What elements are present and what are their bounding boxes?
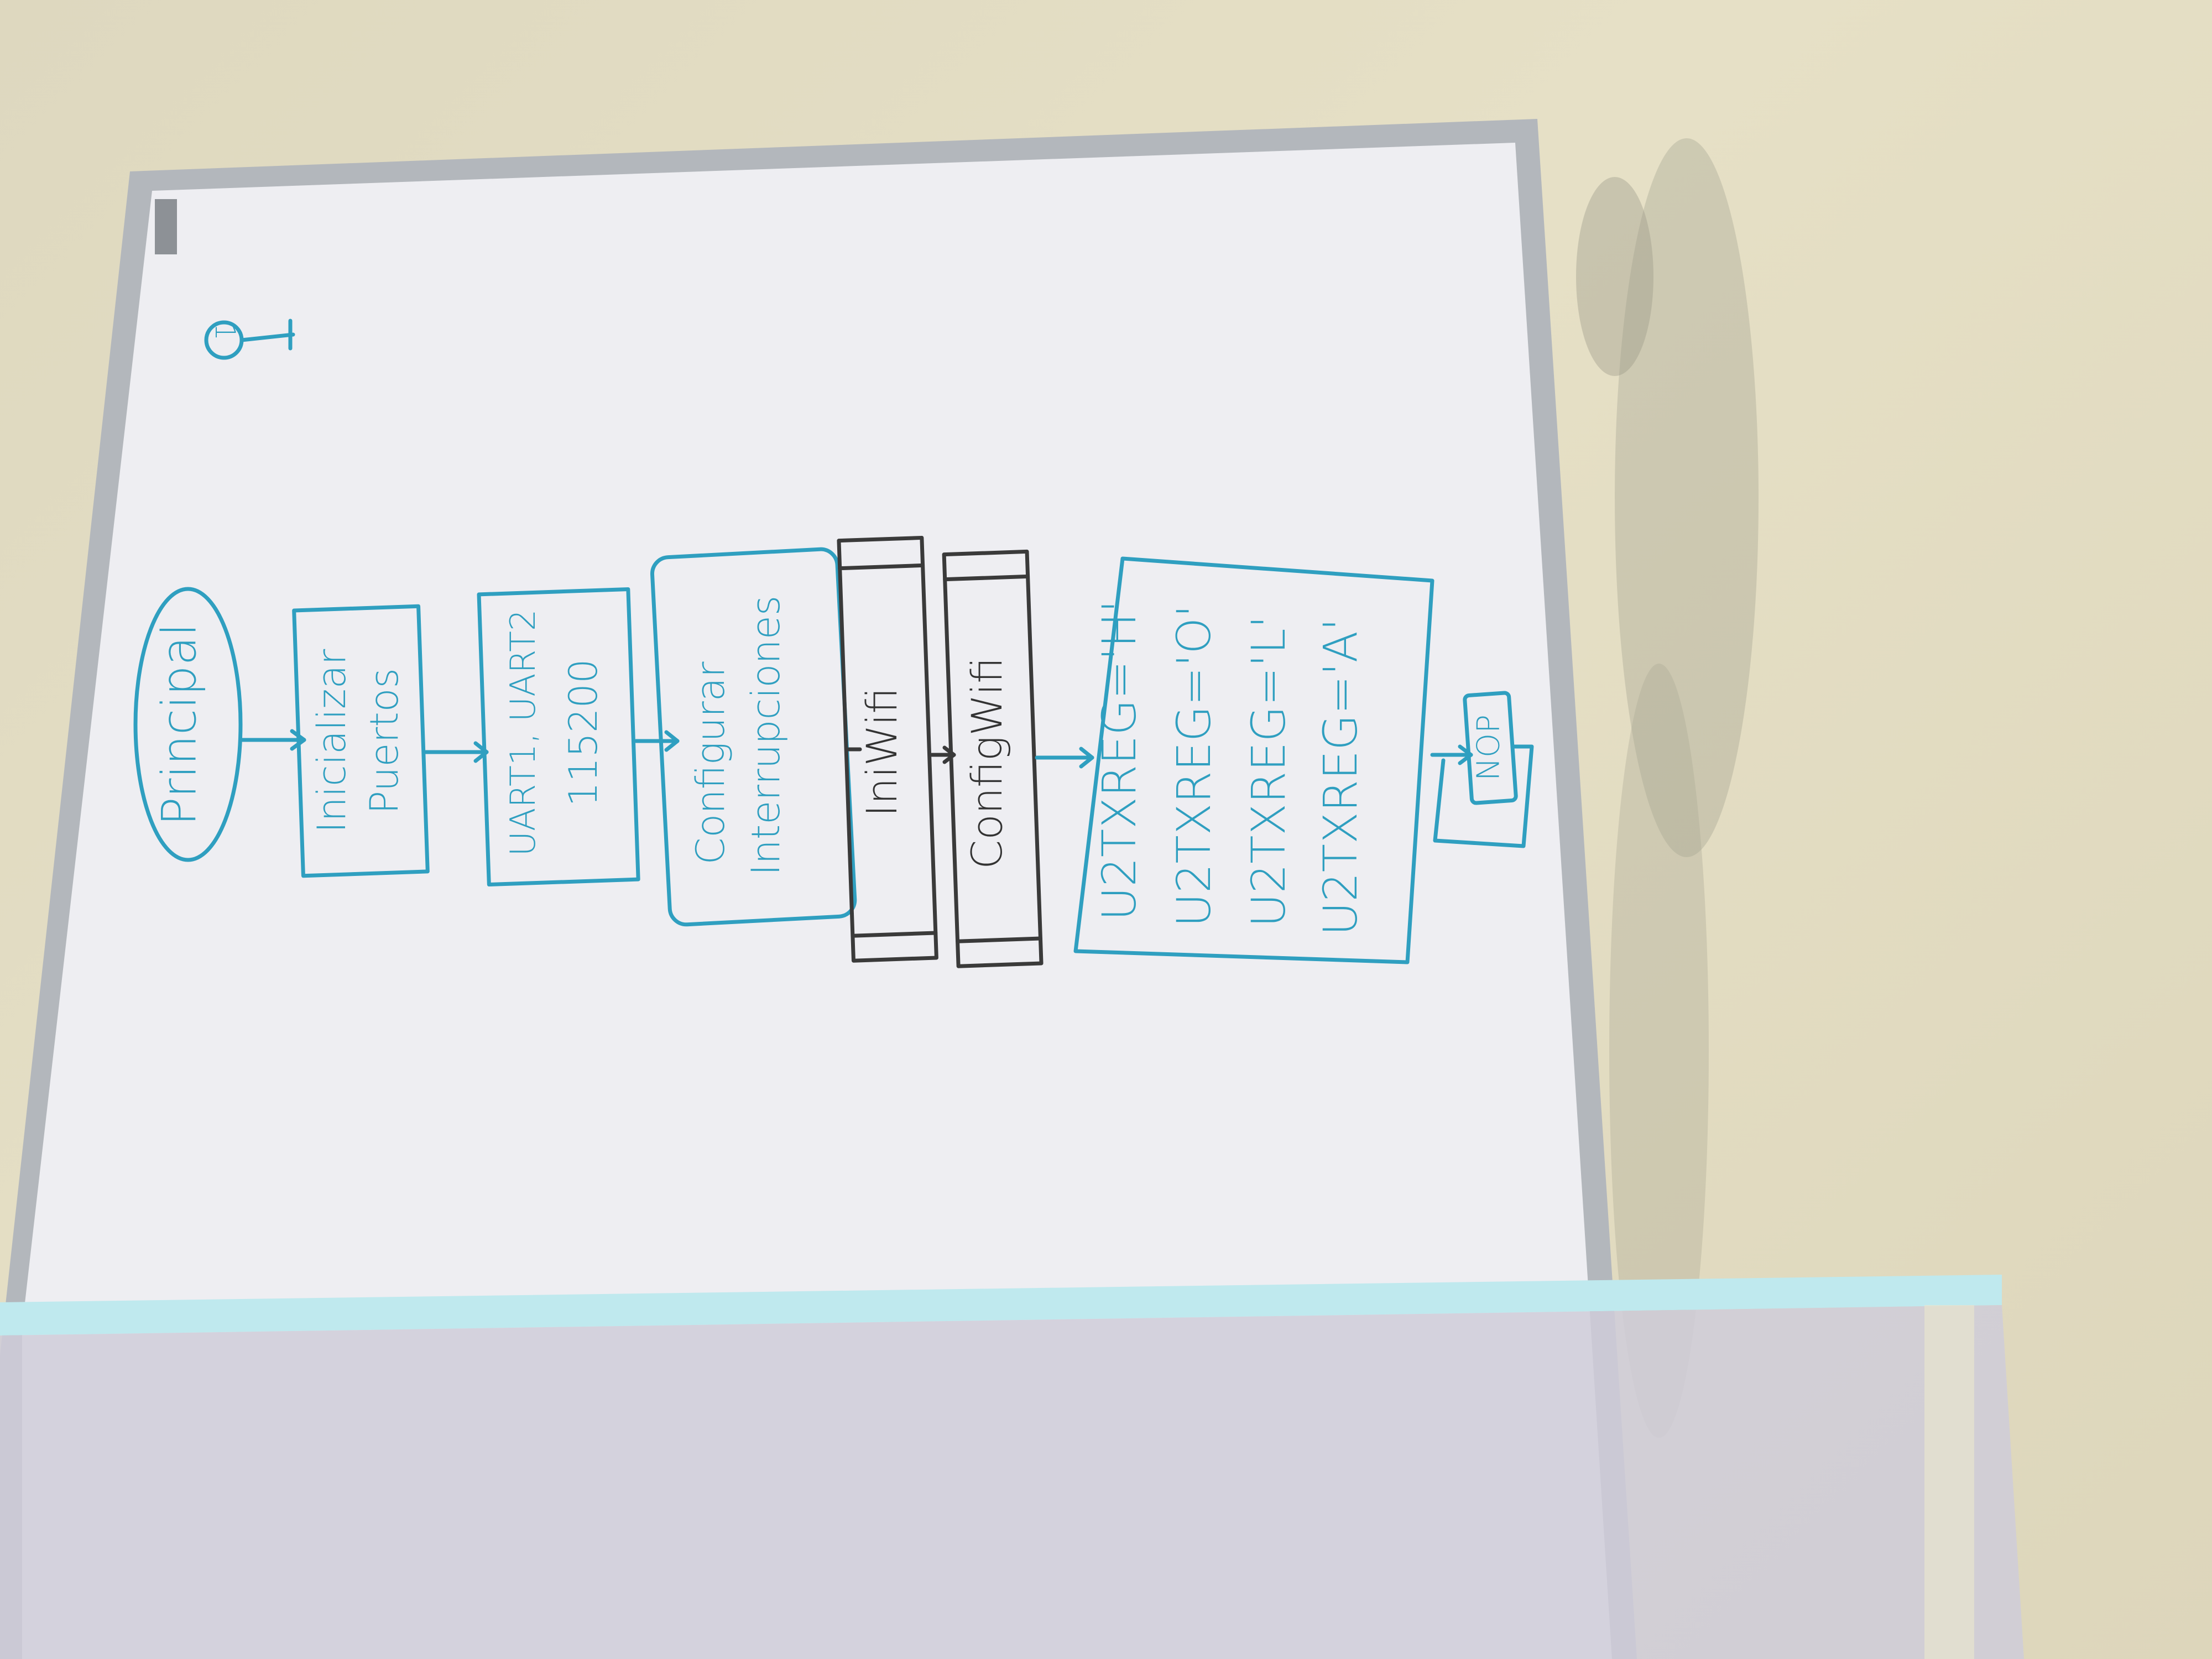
sub2-label: ConfigWifi — [962, 657, 1011, 869]
step3-line2: Interrupciones — [743, 596, 789, 876]
step2-box — [477, 587, 640, 887]
step1-line1: Inicializar — [309, 649, 354, 833]
frame-clip — [155, 199, 177, 254]
projected-strip — [1924, 1305, 1974, 1659]
nop-label: NOP — [1470, 714, 1506, 781]
projected-area — [0, 1305, 2024, 1659]
register-line-2: U2TXREG='O' — [1167, 605, 1221, 927]
corner-mark-label: 1 — [209, 323, 241, 341]
sub1-label: IniWifi — [857, 687, 906, 817]
board-surface — [22, 143, 1612, 1659]
register-line-1: U2TXREG='H' — [1092, 600, 1146, 921]
flowchart: 1 Principal Inicializar Puertos UART1, U… — [133, 319, 1534, 968]
sub1-box — [837, 535, 938, 963]
registers-box — [1073, 556, 1434, 964]
step3-line1: Configurar — [688, 661, 733, 864]
projector-band — [0, 1275, 2002, 1335]
step1-box — [292, 604, 430, 878]
wall-stain — [1576, 138, 1759, 1438]
start-node — [133, 587, 243, 862]
start-label: Principal — [152, 623, 207, 826]
nop-loop — [1433, 744, 1534, 848]
step1-line2: Puertos — [362, 668, 407, 814]
register-line-3: U2TXREG='L' — [1241, 615, 1296, 927]
step2-line2: 115200 — [561, 659, 606, 806]
register-line-4: U2TXREG='A' — [1313, 618, 1368, 936]
corner-mark: 1 — [204, 319, 295, 360]
step2-line1: UART1, UART2 — [503, 609, 543, 857]
sub2-box — [942, 549, 1044, 968]
